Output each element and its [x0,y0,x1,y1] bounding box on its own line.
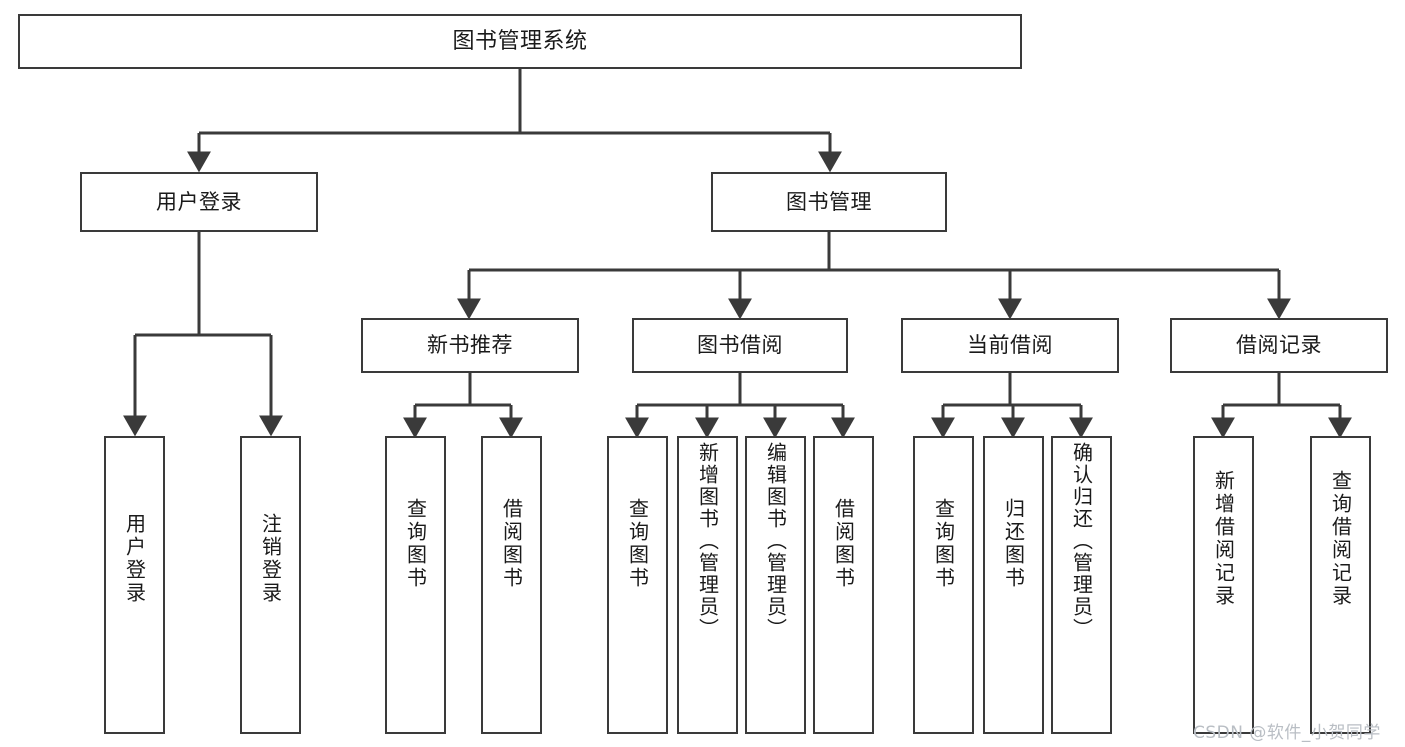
node-leaf-add-book[interactable]: 新增图书（管理员） [677,436,738,734]
node-leaf-borrow-book-1[interactable]: 借阅图书 [481,436,542,734]
node-leaf-query-book-3-label: 查询图书 [931,498,956,590]
node-leaf-edit-book-label: 编辑图书（管理员） [763,442,788,640]
node-leaf-logout-label: 注销登录 [258,513,283,605]
csdn-watermark: CSDN @软件_小贺同学 [1193,723,1381,743]
node-current-borrow[interactable]: 当前借阅 [901,318,1119,373]
node-leaf-user-login[interactable]: 用户登录 [104,436,165,734]
node-leaf-return-book[interactable]: 归还图书 [983,436,1044,734]
node-user-login-label: 用户登录 [156,189,242,214]
node-borrow-record-label: 借阅记录 [1236,333,1322,358]
node-book-borrow-label: 图书借阅 [697,333,783,358]
node-borrow-record[interactable]: 借阅记录 [1170,318,1388,373]
node-leaf-query-record[interactable]: 查询借阅记录 [1310,436,1371,734]
node-leaf-add-record-label: 新增借阅记录 [1211,470,1236,608]
node-leaf-add-record[interactable]: 新增借阅记录 [1193,436,1254,734]
node-leaf-query-book-1[interactable]: 查询图书 [385,436,446,734]
node-leaf-user-login-label: 用户登录 [122,513,147,605]
node-leaf-borrow-book-2[interactable]: 借阅图书 [813,436,874,734]
node-leaf-borrow-book-1-label: 借阅图书 [499,498,524,590]
node-new-book-recommend-label: 新书推荐 [427,333,513,358]
node-new-book-recommend[interactable]: 新书推荐 [361,318,579,373]
node-leaf-edit-book[interactable]: 编辑图书（管理员） [745,436,806,734]
node-leaf-borrow-book-2-label: 借阅图书 [831,498,856,590]
node-root-label: 图书管理系统 [452,28,588,54]
node-leaf-query-book-3[interactable]: 查询图书 [913,436,974,734]
node-current-borrow-label: 当前借阅 [967,333,1053,358]
node-leaf-query-book-2-label: 查询图书 [625,498,650,590]
node-root[interactable]: 图书管理系统 [18,14,1022,69]
node-book-manage[interactable]: 图书管理 [711,172,947,232]
node-book-borrow[interactable]: 图书借阅 [632,318,848,373]
node-leaf-query-book-2[interactable]: 查询图书 [607,436,668,734]
node-book-manage-label: 图书管理 [786,189,872,214]
node-user-login[interactable]: 用户登录 [80,172,318,232]
node-leaf-return-book-label: 归还图书 [1001,498,1026,590]
node-leaf-confirm-return[interactable]: 确认归还（管理员） [1051,436,1112,734]
node-leaf-confirm-return-label: 确认归还（管理员） [1069,442,1094,640]
node-leaf-query-record-label: 查询借阅记录 [1328,470,1353,608]
node-leaf-query-book-1-label: 查询图书 [403,498,428,590]
node-leaf-logout[interactable]: 注销登录 [240,436,301,734]
node-leaf-add-book-label: 新增图书（管理员） [695,442,720,640]
